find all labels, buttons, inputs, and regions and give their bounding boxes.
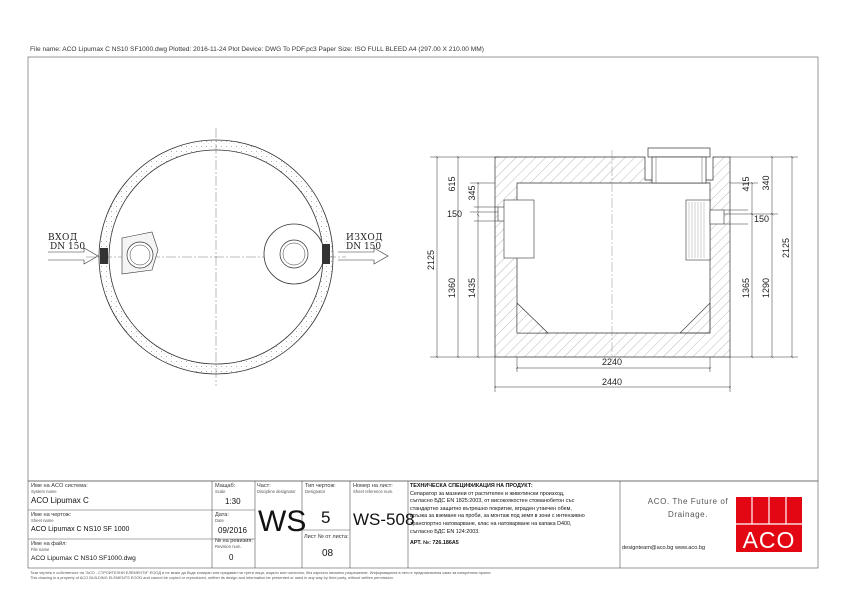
sheet-num-value: WS-508	[353, 510, 415, 529]
scale-label: Мащаб:	[215, 483, 236, 489]
access-shaft	[651, 156, 707, 184]
logo-grid-icon	[736, 497, 802, 525]
revision-label: № на ревизия:	[215, 538, 253, 544]
footer-copyright-bg: Този чертеж е собственост на "АСО - СТРО…	[30, 570, 492, 575]
scale-sub: Scale	[215, 489, 226, 494]
aco-logo: ACO	[736, 497, 802, 553]
article-number: АРТ. №: 726.186А5	[410, 540, 459, 547]
sheet-count-label: Лист № от листа:	[304, 534, 349, 540]
sheet-num-label: Номер на лист:	[353, 483, 393, 489]
dim-615: 615	[447, 176, 457, 191]
inlet-baffle	[503, 199, 535, 259]
spec-line: стандартно защитно вътрешно покритие, вг…	[410, 505, 572, 512]
date-value: 09/2016	[218, 526, 247, 535]
contact-info[interactable]: designteam@aco.bg www.aco.bg	[622, 545, 706, 551]
outlet-pipe	[709, 209, 725, 225]
date-label: Дата:	[215, 512, 229, 518]
dim-1435: 1435	[467, 278, 477, 298]
file-name: ACO Lipumax C NS10 SF1000.dwg	[31, 555, 136, 562]
dim-1290: 1290	[761, 278, 771, 298]
title-block-grid	[27, 480, 819, 569]
spec-title: ТЕХНИЧЕСКА СПЕЦИФИКАЦИЯ НА ПРОДУКТ:	[410, 483, 533, 489]
spec-line: съгласно БДС EN 1825:2003, от високоякос…	[410, 498, 575, 505]
file-name-sub: File name	[31, 547, 50, 552]
system-name: ACO Lipumax C	[31, 496, 89, 505]
outlet-pipe-seal	[322, 244, 330, 264]
system-name-label: Име на ACO система:	[31, 483, 88, 489]
outlet-dn: DN 150	[346, 242, 381, 252]
outlet-label: ИЗХОД	[346, 233, 383, 243]
dim-345: 345	[467, 185, 477, 200]
drawing-name-sub: Sheet name	[31, 518, 54, 523]
revision-sub: Revision num.	[215, 544, 242, 549]
dim-340: 340	[761, 175, 771, 190]
spec-line: транспортно натоварване, клас на натовар…	[410, 520, 572, 527]
type-label: Тип чертож:	[305, 483, 336, 489]
plot-header: File name: ACO Lipumax C NS10 SF1000.dwg…	[30, 46, 484, 53]
plan-view: ВХОД DN 150 ИЗХОД DN 150	[48, 128, 389, 386]
sheet-num-sub: Sheet reference num.	[353, 489, 394, 494]
dim-2240: 2240	[602, 357, 622, 367]
inlet-label: ВХОД	[48, 233, 78, 243]
scale-value: 1:30	[225, 497, 241, 506]
drawing-name: ACO Lipumax C NS10 SF 1000	[31, 526, 130, 533]
revision-value: 0	[229, 553, 234, 562]
dim-415: 415	[741, 176, 751, 191]
brand-slogan: ACO. The Future of Drainage.	[628, 495, 748, 521]
footer-copyright-en: This drawing is a property of ACO BUILDI…	[30, 575, 394, 580]
spec-line: връзка за вземане на проби, за монтаж по…	[410, 513, 585, 520]
logo-text: ACO	[742, 527, 796, 553]
part-label: Част:	[257, 483, 271, 489]
dim-2125-right: 2125	[781, 238, 791, 258]
system-name-sub: System name	[31, 489, 57, 494]
drawing-name-label: Име на чертож:	[31, 512, 72, 518]
access-cover	[647, 147, 711, 158]
dim-150-left: 150	[447, 209, 462, 219]
section-view: 2125 615 345 150 1360 1435 2125 340 415 …	[426, 147, 798, 392]
brand-line-2: Drainage.	[667, 510, 709, 519]
sheet-count: 08	[322, 548, 334, 559]
outlet-arrow	[338, 247, 389, 265]
inlet-dn: DN 150	[50, 242, 85, 252]
dim-150-right: 150	[754, 214, 769, 224]
dim-1360: 1360	[447, 278, 457, 298]
product-spec: ТЕХНИЧЕСКА СПЕЦИФИКАЦИЯ НА ПРОДУКТ: Сепа…	[410, 483, 620, 548]
file-name-label: Име на файл:	[31, 541, 67, 547]
dim-2125-left: 2125	[426, 250, 436, 270]
inlet-arrow	[48, 247, 99, 265]
spec-line: съгласно БДС EN 124:2003.	[410, 528, 480, 535]
part-sub: Discipline designator	[257, 489, 296, 494]
type-sub: Designator	[305, 489, 326, 494]
part-value: WS	[258, 505, 307, 538]
brand-line-1: ACO. The Future of	[647, 497, 729, 506]
type-value: 5	[321, 508, 331, 527]
spec-line: Сепаратор за мазнини от растителен и жив…	[410, 490, 565, 497]
dim-2440: 2440	[602, 377, 622, 387]
inlet-pipe-seal	[100, 248, 108, 264]
title-block: Име на ACO система: System name ACO Lipu…	[28, 481, 818, 568]
dim-1365: 1365	[741, 278, 751, 298]
date-sub: Date	[215, 518, 224, 523]
